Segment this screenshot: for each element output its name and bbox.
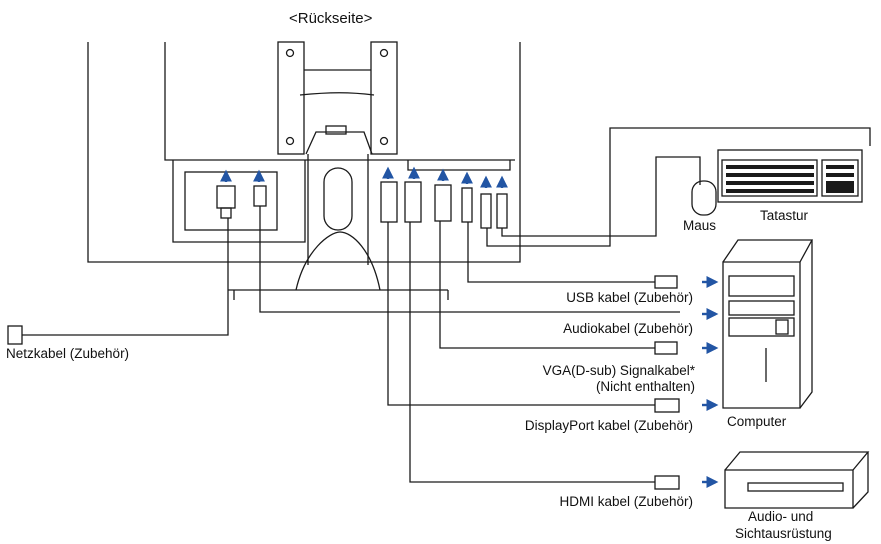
vga-cable-label-line1: VGA(D-sub) Signalkabel* [542, 363, 695, 378]
displayport-cable-label: DisplayPort kabel (Zubehör) [524, 418, 693, 433]
computer-label: Computer [727, 414, 787, 429]
keyboard-drawing [717, 149, 863, 203]
usb-cable-label: USB kabel (Zubehör) [566, 290, 693, 305]
connectors [7, 275, 680, 490]
mouse-drawing [691, 180, 717, 216]
audio-cable-label: Audiokabel (Zubehör) [563, 321, 693, 336]
av-equipment-label-line1: Audio- und [748, 509, 814, 524]
monitor-back [87, 42, 521, 263]
page-title: <Rückseite> [289, 10, 373, 27]
direction-arrows [220, 166, 719, 488]
computer-drawing [722, 239, 814, 409]
mouse-label: Maus [683, 218, 717, 233]
av-equipment-label-line2: Sichtausrüstung [735, 526, 832, 541]
vga-cable-label-line2: (Nicht enthalten) [595, 379, 695, 394]
power-cable-label: Netzkabel (Zubehör) [6, 346, 130, 361]
keyboard-label: Tatastur [760, 208, 809, 223]
cables [22, 127, 871, 483]
av-equipment-drawing [724, 451, 870, 509]
hdmi-cable-label: HDMI kabel (Zubehör) [559, 494, 693, 509]
monitor-stand [228, 41, 449, 300]
